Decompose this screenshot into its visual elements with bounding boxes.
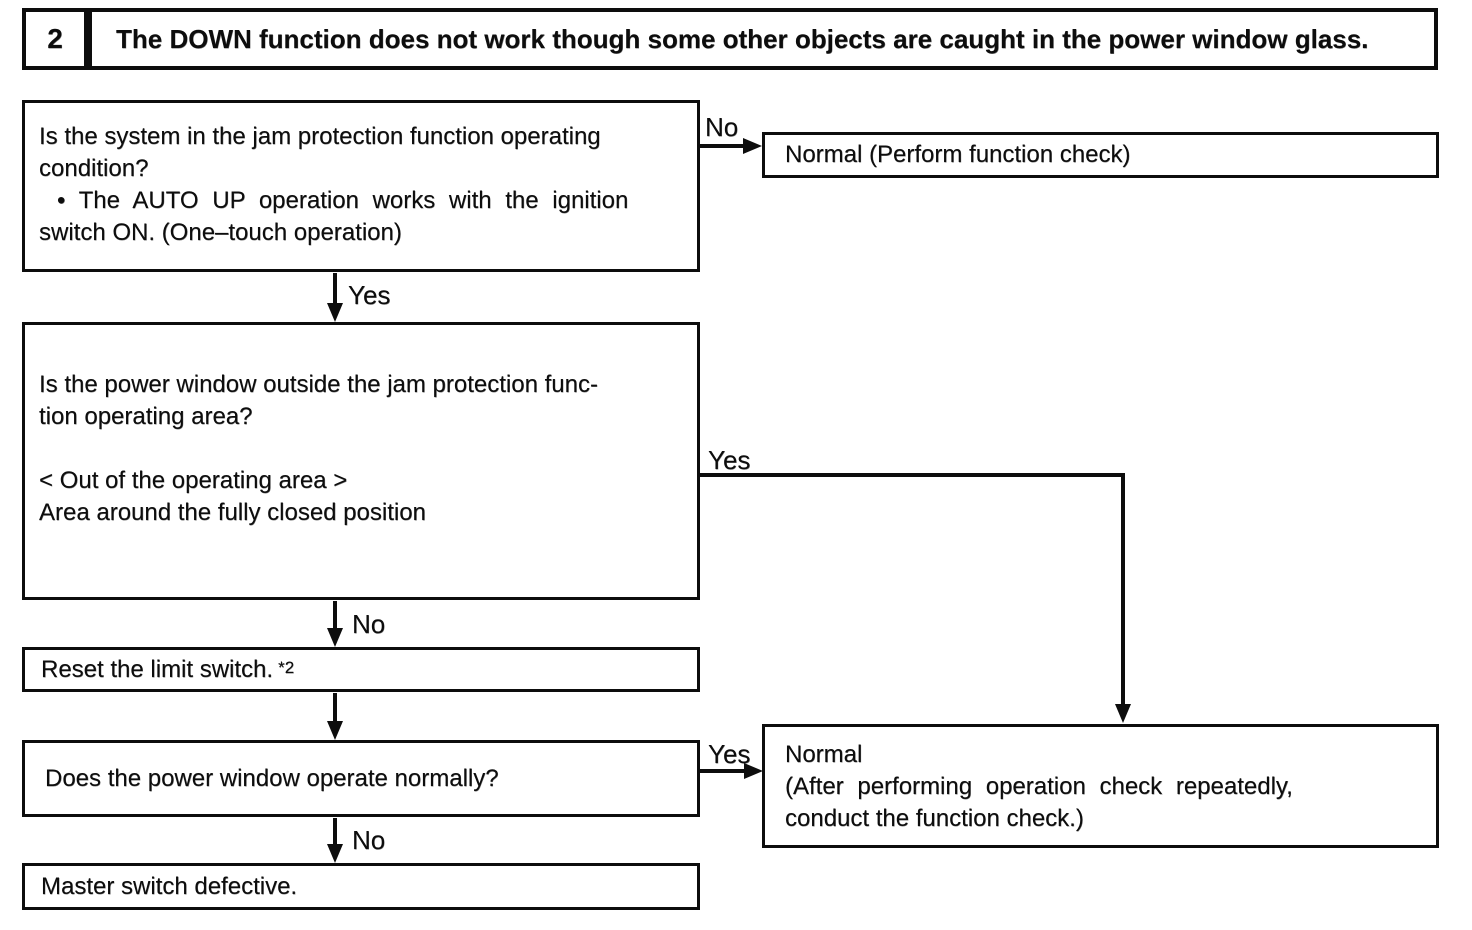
header-title-box: The DOWN function does not work though s… <box>88 8 1438 70</box>
box-text: Master switch defective. <box>41 872 298 900</box>
step-number: 2 <box>47 23 63 54</box>
branch-label-no: No <box>352 609 386 639</box>
box-text-line: Is the power window outside the jam prot… <box>39 371 598 398</box>
page-title: The DOWN function does not work though s… <box>116 24 1369 54</box>
box-text: Does the power window operate normally? <box>45 764 499 792</box>
footnote-reference: *2 <box>278 657 295 677</box>
result-box-normal-function-check: Normal (Perform function check) <box>762 132 1439 178</box>
result-text: Normal (Perform function check) <box>785 141 1131 168</box>
branch-label-yes: Yes <box>708 739 751 769</box>
box-text-line: switch ON. (One–touch operation) <box>39 219 402 246</box>
box-text-line: Area around the fully closed position <box>39 499 426 526</box>
connector-q4-no-arrowhead <box>327 844 343 863</box>
box-text-line <box>39 433 687 465</box>
result-box-master-switch-defective: Master switch defective. <box>22 863 700 910</box>
box-text-line: < Out of the operating area > <box>39 467 348 494</box>
connector-q2-yes-line <box>699 473 1125 710</box>
box-text-line: Is the system in the jam protection func… <box>39 123 601 150</box>
step-number-box: 2 <box>22 8 88 70</box>
box-text-line: condition? <box>39 155 149 182</box>
result-box-normal-operation-check: Normal (After performing operation check… <box>762 724 1439 848</box>
connector-q4-yes-arrowhead <box>744 763 763 779</box>
result-text-line: (After performing operation check repeat… <box>785 773 1293 800</box>
connector-q2-yes-arrowhead <box>1115 704 1131 723</box>
connector-q1-no-arrowhead <box>743 138 762 154</box>
action-box-reset-limit-switch: Reset the limit switch.*2 <box>22 647 700 692</box>
branch-label-yes: Yes <box>348 280 391 310</box>
branch-label-no: No <box>705 112 739 142</box>
decision-box-outside-operating-area: Is the power window outside the jam prot… <box>22 322 700 600</box>
result-text-line: Normal <box>785 741 863 768</box>
result-text-line: conduct the function check.) <box>785 805 1084 832</box>
connector-q3-q4-arrowhead <box>327 721 343 740</box>
branch-label-yes: Yes <box>708 445 751 475</box>
box-text-line: • The AUTO UP operation works with the i… <box>57 187 629 214</box>
connector-q2-no-arrowhead <box>327 628 343 647</box>
decision-box-jam-protection-condition: Is the system in the jam protection func… <box>22 100 700 272</box>
box-text-line: tion operating area? <box>39 403 253 430</box>
connector-q1-yes-arrowhead <box>327 303 343 322</box>
box-text: Reset the limit switch. <box>41 655 274 683</box>
branch-label-no: No <box>352 825 386 855</box>
decision-box-window-operates-normally: Does the power window operate normally? <box>22 740 700 817</box>
